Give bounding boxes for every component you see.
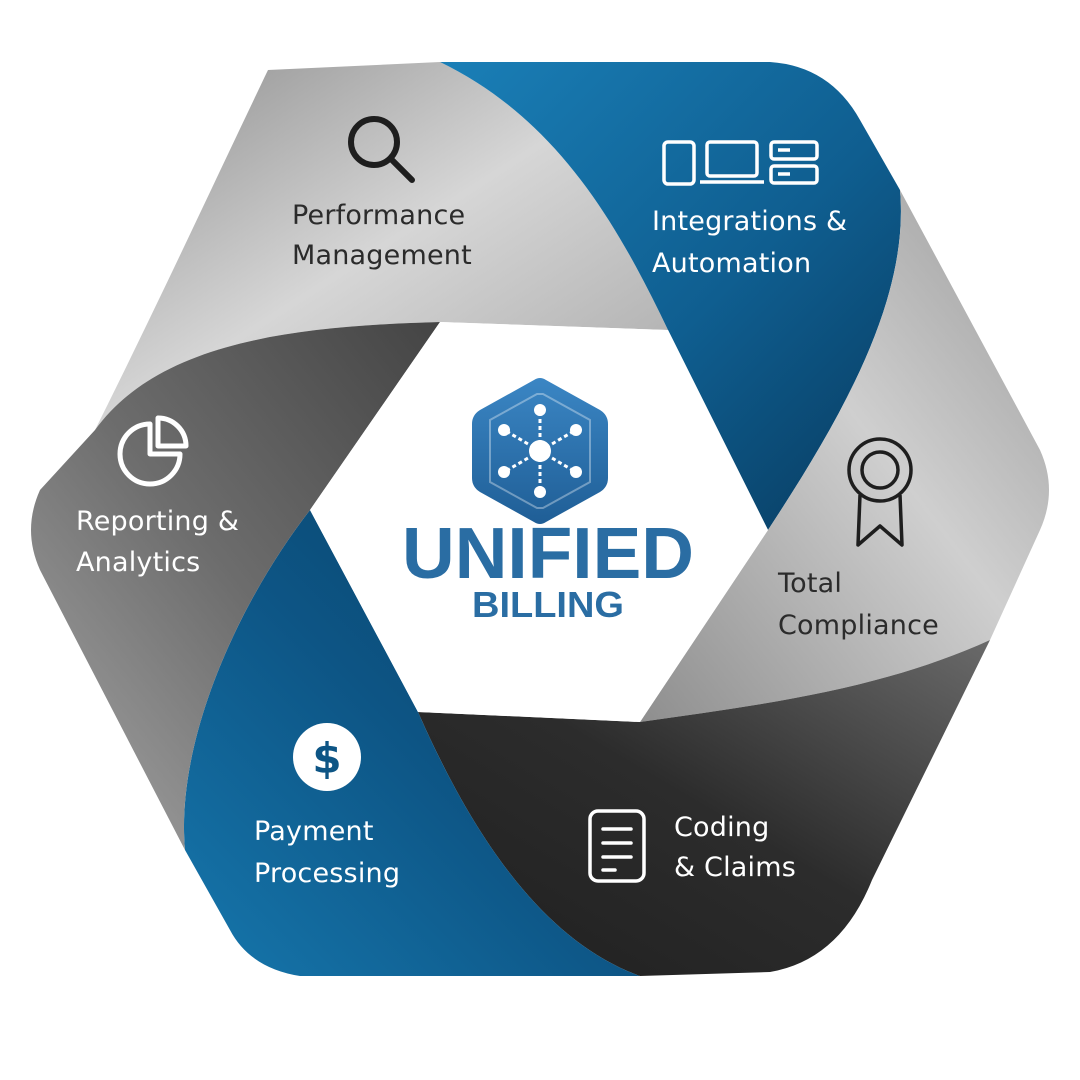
payment-label-line-2: Processing	[254, 858, 400, 889]
reporting-label-line-1: Reporting &	[76, 506, 239, 537]
integrations-label-line-1: Integrations &	[652, 206, 847, 237]
segment-coding-claims	[418, 640, 990, 976]
svg-text:$: $	[312, 734, 341, 783]
document-icon	[588, 809, 646, 883]
award-ribbon-icon	[847, 437, 913, 547]
segment-reporting-analytics	[31, 322, 440, 850]
integrations-label-line-2: Automation	[652, 248, 811, 279]
compliance-label-line-1: Total	[777, 568, 842, 599]
magnifier-icon	[348, 116, 415, 183]
coding-label-line-1: Coding	[674, 812, 769, 843]
network-hexagon-logo-icon	[472, 378, 608, 524]
coding-label-line-2: & Claims	[674, 852, 796, 883]
center-title: UNIFIED	[402, 514, 694, 594]
reporting-label-line-2: Analytics	[76, 547, 200, 578]
segment-performance-management	[95, 62, 668, 430]
payment-label-line-1: Payment	[254, 816, 374, 847]
pie-chart-icon	[117, 415, 189, 487]
segment-payment-processing	[183, 510, 641, 976]
devices-icon	[662, 140, 819, 186]
segment-total-compliance	[640, 190, 1049, 722]
center-subtitle: BILLING	[472, 584, 624, 625]
performance-label-line-2: Management	[292, 240, 472, 271]
performance-label-line-1: Performance	[292, 200, 465, 231]
segment-integrations-automation	[440, 62, 901, 530]
compliance-label-line-2: Compliance	[778, 610, 939, 641]
dollar-coin-icon: $	[293, 723, 361, 791]
